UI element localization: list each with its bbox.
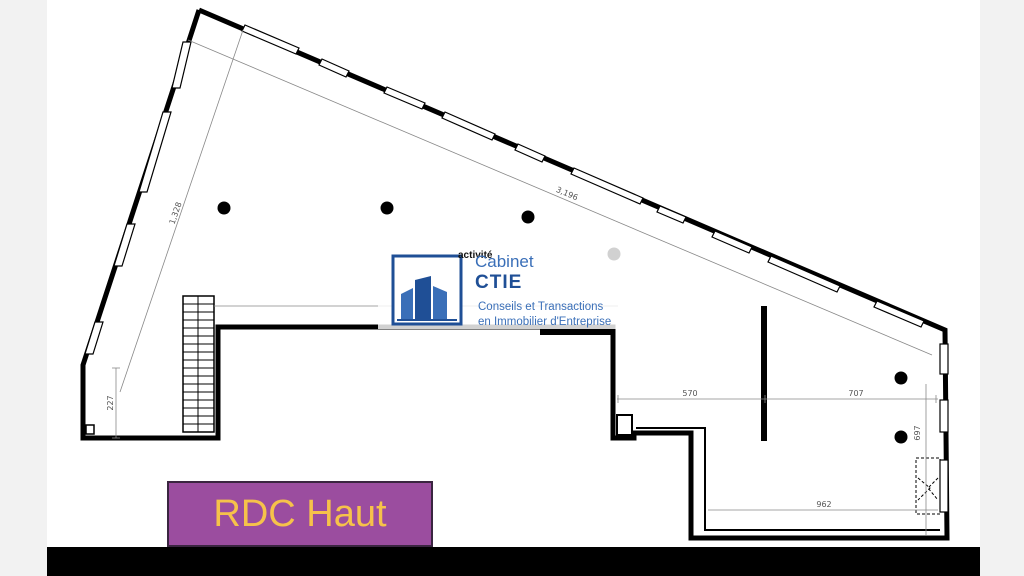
logo-tagline-2: en Immobilier d'Entreprise [478,316,612,328]
cabinet-ctie-logo: activité Cabinet CTIE Conseils et Transa… [378,243,646,329]
building-icon [391,254,463,326]
level-label: RDC Haut [167,481,433,547]
logo-activite-text: activité [458,250,493,261]
dim-left-side: 1,328 [168,201,184,226]
wall-corner [85,424,95,435]
dim-left-low: 227 [106,395,115,410]
dim-diagonal-top: 3,196 [555,185,580,202]
windows-right [939,343,949,513]
entrance-door [915,457,941,515]
staircase [182,295,215,433]
dimension-ticks [112,367,937,439]
logo-cabinet-text: Cabinet [475,252,534,271]
partition-wall [761,306,767,441]
windows-diagonal [241,24,925,328]
dim-bottom: 962 [816,500,831,509]
dim-right-side: 697 [913,425,922,440]
bottom-bar [47,547,980,576]
outer-wall [80,7,950,541]
logo-ctie-text: CTIE [475,272,523,293]
wall-notch [540,328,612,335]
dim-mid-1: 570 [682,389,697,398]
windows-left [84,41,192,355]
inner-wall [636,427,940,531]
dim-mid-2: 707 [848,389,863,398]
pillar [616,414,633,436]
logo-tagline-1: Conseils et Transactions [478,301,604,313]
